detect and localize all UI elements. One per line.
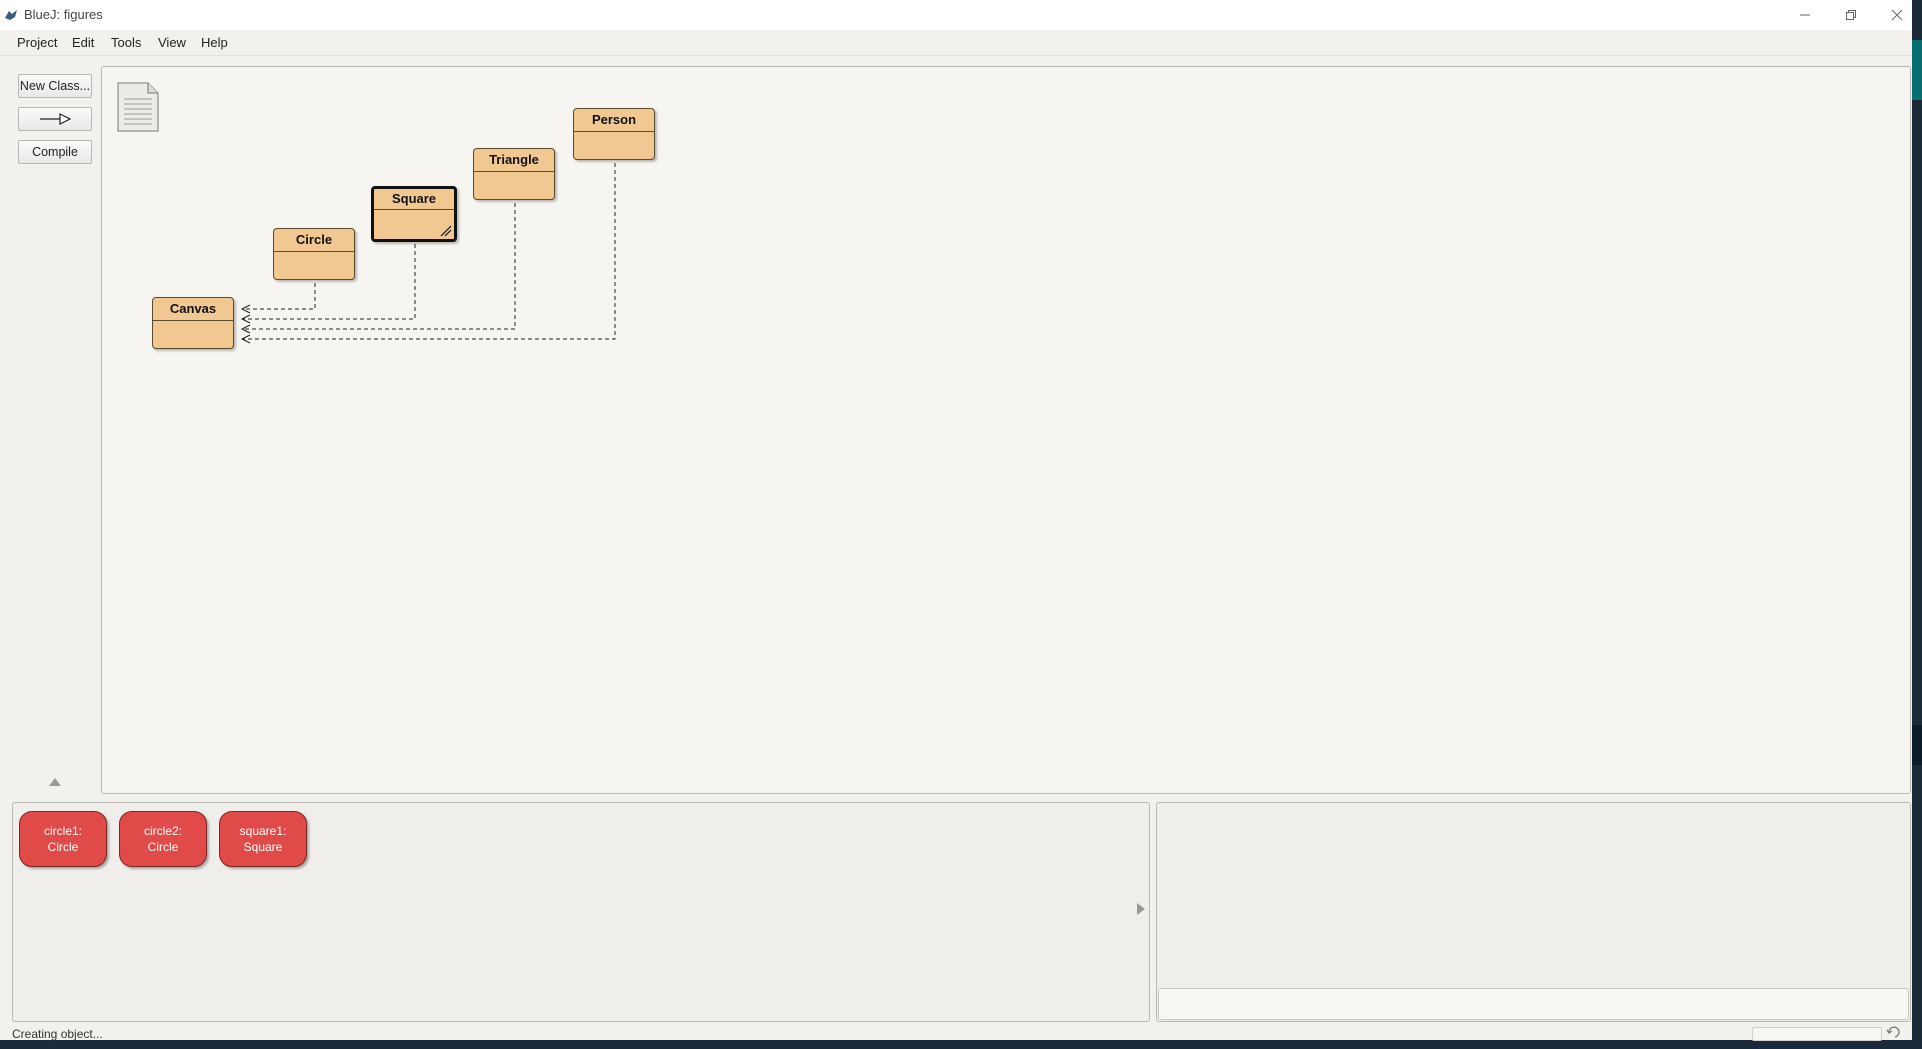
object-type: Circle	[47, 840, 79, 854]
object-square1[interactable]: square1: Square	[219, 811, 307, 867]
menu-bar: Project Edit Tools View Help	[0, 31, 1912, 56]
readme-document-icon[interactable]	[116, 81, 160, 133]
codepad-panel	[1156, 802, 1911, 1022]
class-triangle[interactable]: Triangle	[473, 148, 555, 200]
class-divider	[474, 171, 554, 172]
taskbar	[0, 1040, 1922, 1049]
object-name: circle2:	[143, 824, 182, 838]
status-text: Creating object...	[12, 1027, 103, 1041]
close-button[interactable]	[1874, 0, 1920, 30]
codepad-input[interactable]	[1158, 988, 1909, 1020]
class-divider	[274, 251, 354, 252]
window-title: BlueJ: figures	[24, 7, 103, 22]
close-icon	[1891, 9, 1903, 21]
menu-project[interactable]: Project	[17, 35, 58, 50]
new-class-button[interactable]: New Class...	[18, 74, 92, 98]
class-circle[interactable]: Circle	[273, 228, 355, 280]
expand-right-icon[interactable]	[1137, 903, 1145, 915]
desktop-edge	[1912, 0, 1922, 1040]
bluej-logo-icon	[5, 10, 17, 20]
class-person[interactable]: Person	[573, 108, 655, 160]
class-canvas[interactable]: Canvas	[152, 297, 234, 349]
menu-edit[interactable]: Edit	[72, 35, 95, 50]
reset-machine-icon[interactable]	[1886, 1025, 1904, 1039]
object-name: circle1:	[43, 824, 82, 838]
menu-view[interactable]: View	[158, 35, 186, 50]
compile-button[interactable]: Compile	[18, 140, 92, 164]
title-bar: BlueJ: figures	[0, 0, 1912, 30]
object-type: Square	[243, 840, 283, 854]
object-type: Circle	[147, 840, 179, 854]
menu-tools[interactable]: Tools	[111, 35, 142, 50]
new-inheritance-arrow-button[interactable]	[18, 107, 92, 131]
class-divider	[153, 320, 233, 321]
object-circle1[interactable]: circle1: Circle	[19, 811, 107, 867]
minimize-button[interactable]	[1782, 0, 1828, 30]
class-name: Square	[391, 191, 437, 206]
menu-help[interactable]: Help	[201, 35, 228, 50]
restore-icon	[1846, 10, 1856, 20]
dependency-arrows	[240, 163, 616, 344]
class-square[interactable]: Square	[371, 186, 457, 242]
class-diagram[interactable]: Canvas Circle Square Triangle Person	[101, 66, 1911, 794]
class-name: Canvas	[169, 301, 217, 316]
object-name: square1:	[239, 824, 287, 838]
status-progress-bar	[1752, 1027, 1882, 1041]
restore-button[interactable]	[1828, 0, 1874, 30]
object-circle2[interactable]: circle2: Circle	[119, 811, 207, 867]
class-name: Circle	[295, 232, 333, 247]
object-bench: circle1: Circle circle2: Circle square1:…	[12, 802, 1150, 1022]
class-divider	[374, 209, 454, 210]
resize-handle-icon[interactable]	[440, 225, 452, 237]
class-name: Person	[591, 112, 637, 127]
minimize-icon	[1800, 14, 1810, 16]
inheritance-arrow-icon	[40, 113, 72, 125]
collapse-up-icon[interactable]	[49, 778, 61, 786]
class-name: Triangle	[489, 152, 539, 167]
class-divider	[574, 131, 654, 132]
